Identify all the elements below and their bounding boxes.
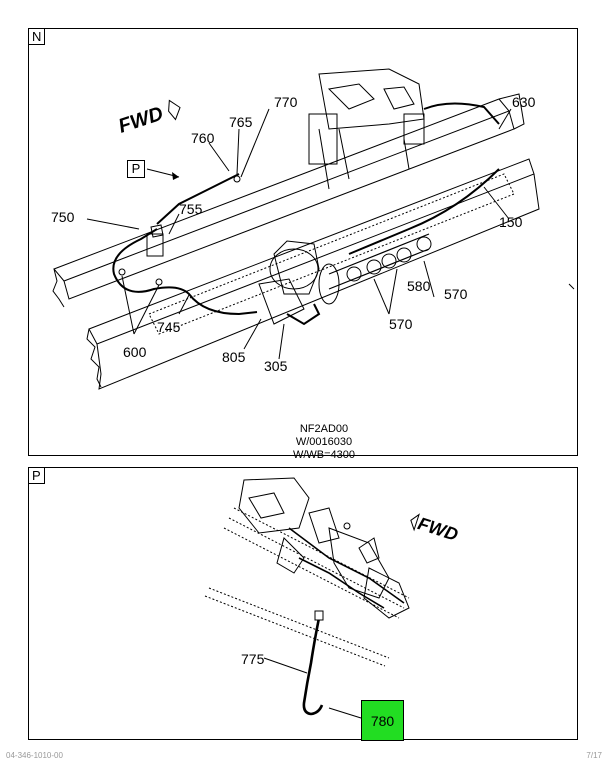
caption-line-2: W/0016030 [295, 436, 353, 448]
callout-305: 305 [264, 358, 288, 374]
panel-p-label: P [29, 468, 45, 484]
callout-600: 600 [123, 344, 147, 360]
callout-570-lower: 570 [389, 316, 413, 332]
panel-n-illustration: FWD 750 755 760 765 770 630 150 600 745 … [51, 68, 575, 390]
footer-doc-number: 04-346-1010-00 [6, 751, 63, 760]
callout-760: 760 [191, 130, 215, 146]
callout-570-right: 570 [444, 286, 468, 302]
caption-line-3: W/WB=4300 [292, 449, 356, 461]
detail-panel-n: FWD 750 755 760 765 770 630 150 600 745 … [28, 28, 578, 461]
footer-page: 7/17 [586, 751, 602, 760]
callout-150: 150 [499, 214, 523, 230]
callout-765: 765 [229, 114, 253, 130]
callout-630: 630 [512, 94, 536, 110]
fwd-arrow-icon-p [410, 513, 420, 532]
air-line-630 [423, 102, 500, 125]
panel-n-label: N [29, 29, 46, 45]
callout-745: 745 [157, 319, 181, 335]
panel-n-caption: NF2AD00 W/0016030 W/WB=4300 [269, 423, 379, 462]
hose-775 [302, 617, 324, 716]
caption-line-1: NF2AD00 [299, 423, 349, 435]
air-line-150 [348, 168, 500, 255]
detail-panel-p: FWD 775 P 780 [28, 467, 578, 741]
air-line-760 [156, 173, 240, 225]
fwd-label-p: FWD [415, 513, 460, 545]
air-line-745 [112, 228, 258, 316]
fwd-label: FWD [116, 103, 166, 138]
callout-750: 750 [51, 209, 75, 225]
callout-780-highlight[interactable]: 780 [361, 700, 404, 741]
callout-770: 770 [274, 94, 298, 110]
panel-p-illustration: FWD 775 [204, 477, 461, 719]
view-p-reference: P [127, 160, 145, 178]
callout-755: 755 [179, 201, 203, 217]
fwd-arrow-icon [168, 99, 181, 121]
callout-775: 775 [241, 651, 265, 667]
callout-580: 580 [407, 278, 431, 294]
callout-805: 805 [222, 349, 246, 365]
